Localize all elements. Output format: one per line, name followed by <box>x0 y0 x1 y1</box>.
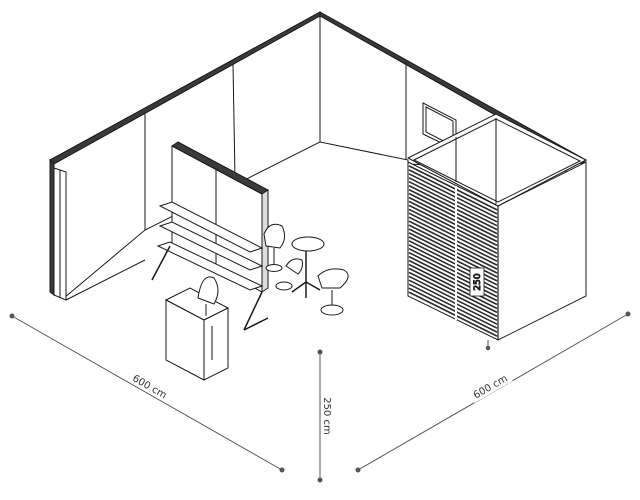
left-wall-edge <box>49 158 55 296</box>
right-dimension-end <box>625 311 631 317</box>
shelf-2 <box>158 221 264 271</box>
storage-slat <box>408 188 498 235</box>
high-table-leg-2 <box>305 281 321 291</box>
storage-slat <box>408 275 498 322</box>
display-foot-right-base <box>243 317 269 331</box>
storage-slat <box>408 279 498 325</box>
storage-slats <box>408 165 498 337</box>
storage-slat <box>408 169 498 215</box>
left-dimension-end <box>279 467 285 473</box>
chair-right-seat <box>317 268 349 289</box>
right-width-label-bg <box>466 368 513 404</box>
storage-slat <box>408 180 498 227</box>
display-foot-left <box>151 245 171 281</box>
storage-slat <box>408 228 498 274</box>
storage-slat <box>408 283 498 329</box>
left-width-label-bg <box>127 368 174 403</box>
high-table-top <box>291 236 325 252</box>
display-wall <box>151 141 269 331</box>
left-dimension-line <box>11 315 283 471</box>
storage-slat <box>408 224 498 270</box>
storage-slat <box>408 192 498 239</box>
height-label-group: 250 cm <box>321 392 336 440</box>
left-dimension-start <box>9 313 15 319</box>
chair-right <box>317 268 349 316</box>
storage-slat <box>408 165 498 211</box>
chair-lower-seat <box>285 258 303 275</box>
storage-corner-dot <box>485 345 491 351</box>
chair-right-base <box>320 304 344 316</box>
storage-slat <box>408 259 498 306</box>
storage-slat <box>408 291 498 337</box>
shelf-1 <box>158 201 264 253</box>
storage-slat <box>408 267 498 314</box>
shelf-3 <box>156 241 264 291</box>
storage-slat <box>408 212 498 258</box>
storage-slat <box>408 220 498 266</box>
left-wall-seam-2 <box>232 63 236 179</box>
high-table <box>291 236 325 298</box>
height-dimension-end <box>317 477 323 483</box>
chair-middle <box>263 223 286 272</box>
storage-slat <box>408 287 498 333</box>
storage-roof-inner <box>412 118 582 203</box>
height-dimension-start <box>317 349 323 355</box>
chair-lower <box>275 258 303 291</box>
height-label-bg <box>321 392 336 440</box>
chair-lower-base <box>275 281 293 291</box>
storage-slat <box>408 177 498 223</box>
counter-side <box>203 307 229 381</box>
storage-slat <box>408 200 498 247</box>
chair-middle-seat <box>263 223 286 249</box>
dimension-lines <box>9 311 631 483</box>
storage-slat <box>408 173 498 219</box>
chair-left-seat <box>197 276 219 305</box>
storage-slat <box>408 216 498 262</box>
storage-slat <box>408 263 498 310</box>
counter <box>164 287 230 381</box>
chair-left <box>197 276 219 316</box>
storage-room: 250 <box>406 113 588 341</box>
chair-middle-base <box>265 264 283 272</box>
left-floor-line <box>65 259 146 301</box>
right-dimension-start <box>355 467 361 473</box>
storage-slat <box>408 184 498 231</box>
storage-roof <box>406 113 588 207</box>
right-width-label-group: 600 cm <box>466 368 513 404</box>
storage-slat <box>408 208 498 255</box>
display-foot-right <box>243 291 263 331</box>
partition-height-box <box>469 267 485 297</box>
height-label: 250 cm <box>321 397 332 435</box>
storage-slat <box>408 196 498 243</box>
high-table-leg-1 <box>291 281 307 293</box>
storage-slat <box>408 204 498 251</box>
left-return-wall <box>53 167 67 301</box>
partition-height-label: 250 <box>473 273 483 290</box>
storage-slat <box>408 271 498 318</box>
